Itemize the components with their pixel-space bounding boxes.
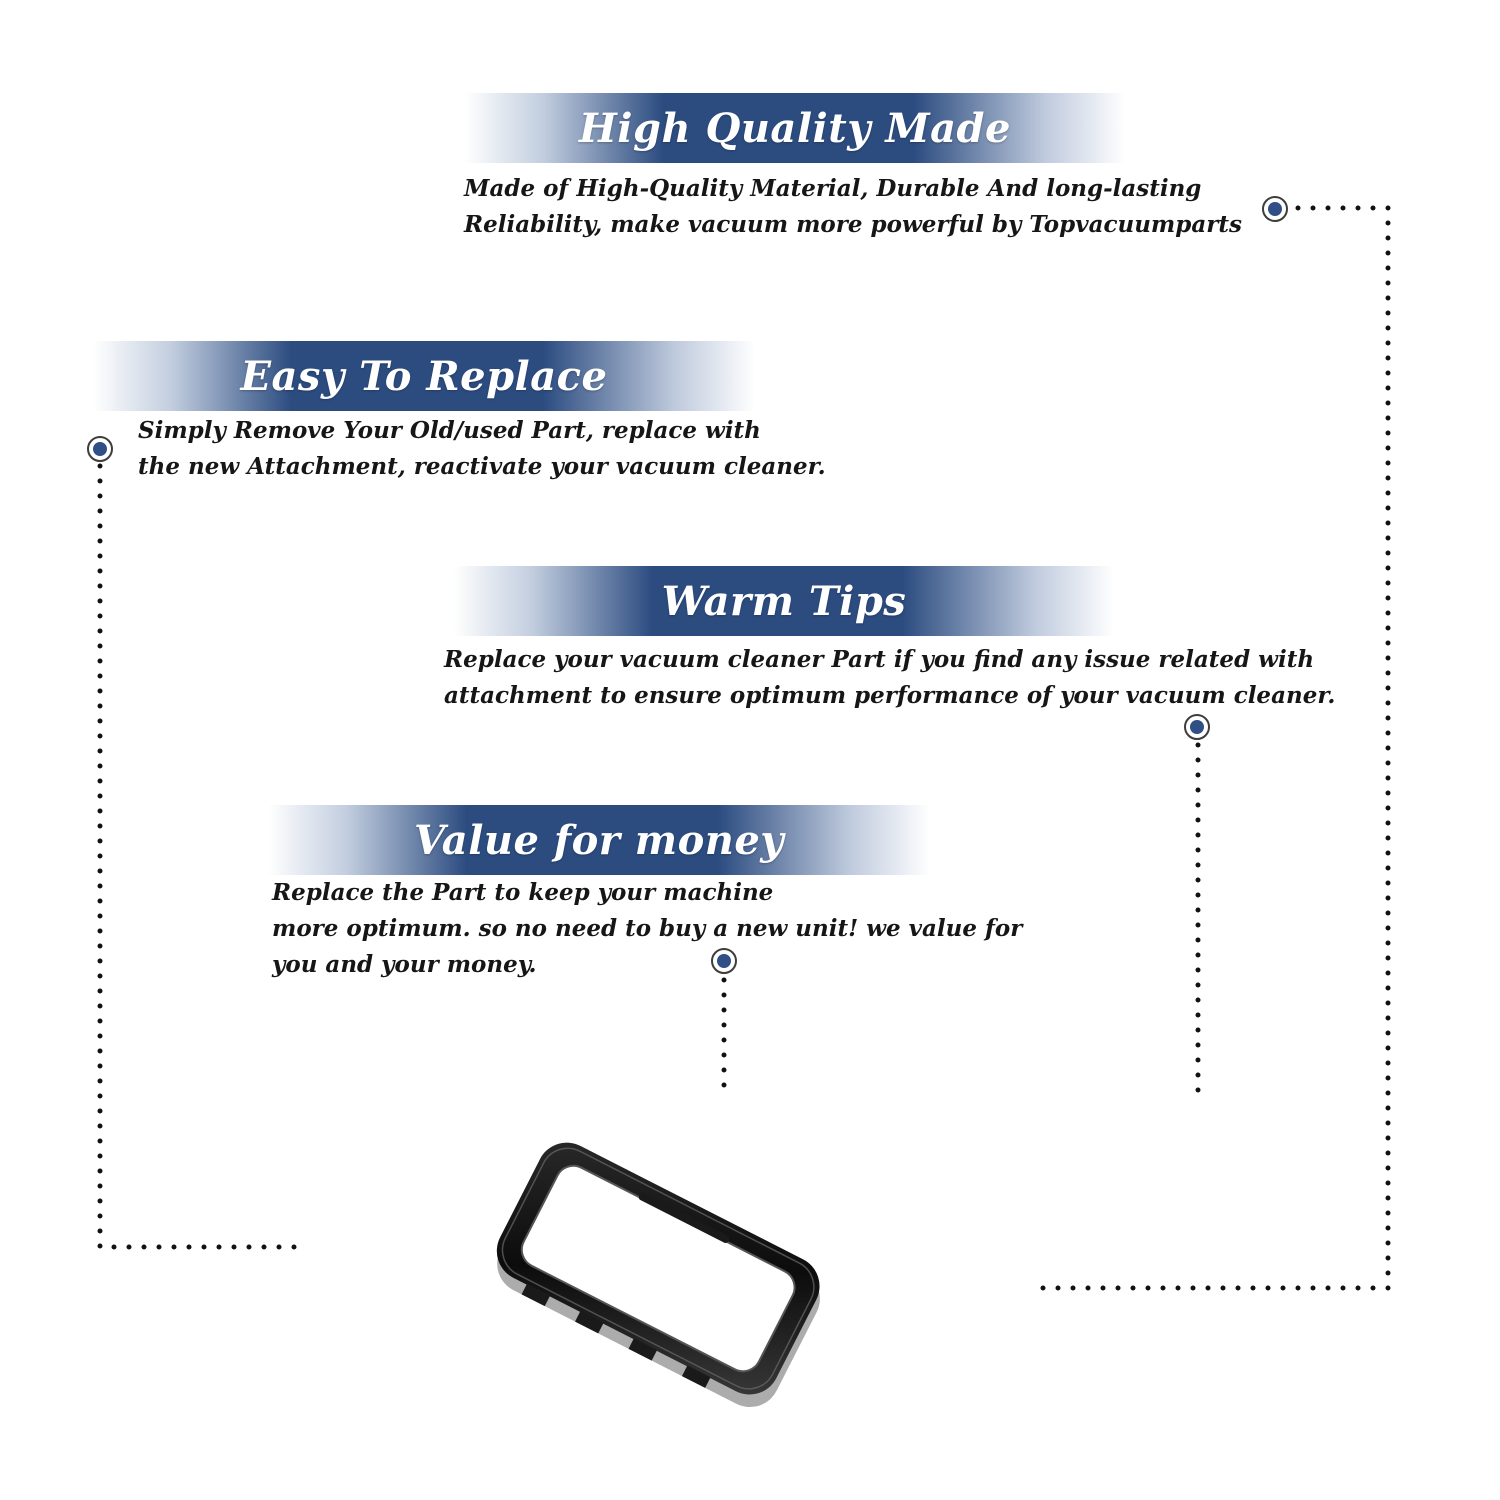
description-value-money: Replace the Part to keep your machine mo… bbox=[272, 879, 1023, 978]
heading-easy-replace: Easy To Replace bbox=[240, 352, 608, 400]
marker-warm-tips-icon bbox=[1184, 714, 1210, 740]
description-warm-tips: Replace your vacuum cleaner Part if you … bbox=[444, 646, 1336, 709]
connector-easy-replace bbox=[97, 463, 303, 1250]
banner-warm-tips: Warm Tips bbox=[454, 566, 1114, 636]
heading-warm-tips: Warm Tips bbox=[661, 577, 907, 625]
vacuum-filter-frame-icon bbox=[496, 1142, 820, 1408]
connector-high-quality bbox=[1033, 205, 1391, 1291]
heading-high-quality: High Quality Made bbox=[579, 104, 1011, 152]
description-high-quality: Made of High-Quality Material, Durable A… bbox=[464, 175, 1242, 238]
marker-easy-replace-icon bbox=[87, 436, 113, 462]
marker-high-quality-icon bbox=[1262, 196, 1288, 222]
banner-high-quality: High Quality Made bbox=[465, 93, 1125, 163]
description-easy-replace: Simply Remove Your Old/used Part, replac… bbox=[138, 417, 826, 480]
heading-value-money: Value for money bbox=[413, 816, 785, 864]
marker-value-money-icon bbox=[711, 948, 737, 974]
banner-easy-replace: Easy To Replace bbox=[93, 341, 755, 411]
banner-value-money: Value for money bbox=[268, 805, 930, 875]
